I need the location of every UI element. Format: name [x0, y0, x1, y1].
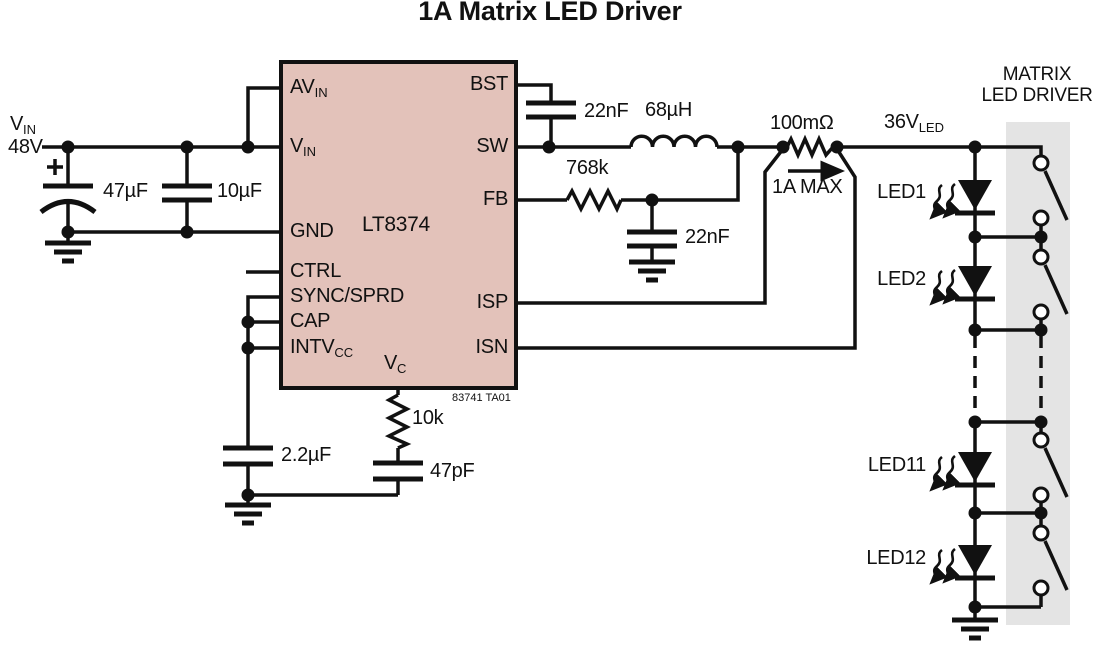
inductor-value: 68µH [645, 99, 693, 121]
ground-symbol [225, 505, 271, 523]
pin-fb: FB [483, 188, 508, 210]
led1-label: LED1 [877, 181, 926, 203]
pin-isn: ISN [475, 336, 509, 358]
led1-emission-arrows [933, 184, 955, 216]
fb-cap-value: 22nF [685, 226, 730, 248]
pin-cap: CAP [290, 310, 331, 332]
inductor-symbol [629, 134, 719, 148]
bulk-cap-value: 47µF [103, 180, 148, 202]
comp-resistor-value: 10k [412, 407, 444, 429]
matrix-driver-band [1006, 122, 1070, 625]
bst-cap-value: 22nF [584, 100, 629, 122]
current-note: 1A MAX [772, 176, 843, 198]
intvcc-cap-value: 2.2µF [281, 444, 332, 466]
ground-symbol [629, 262, 675, 280]
input-cap-value: 10µF [217, 180, 262, 202]
pin-vc: VC [384, 352, 407, 376]
led12-diode-symbol [955, 545, 995, 578]
led11-label: LED11 [867, 454, 926, 476]
pin-ctrl: CTRL [290, 260, 342, 282]
output-voltage-label: 36VLED [884, 111, 944, 135]
pin-avin: AVIN [290, 76, 328, 100]
fb-capacitor-symbol [627, 229, 677, 249]
comp-capacitor-symbol [373, 460, 423, 482]
matrix-driver-label: MATRIX LED DRIVER [981, 64, 1093, 106]
ic-body [279, 60, 518, 390]
pin-intvcc: INTVCC [290, 336, 354, 360]
wires [42, 83, 1043, 620]
ground-symbol [45, 243, 91, 261]
vin-source-label: VIN [10, 113, 37, 137]
pin-gnd: GND [290, 220, 334, 242]
bst-capacitor-symbol [526, 100, 576, 120]
ground-symbol [952, 620, 998, 638]
led2-diode-symbol [955, 266, 995, 299]
led2-label: LED2 [877, 268, 926, 290]
schematic-title: 1A Matrix LED Driver [418, 0, 682, 26]
bulk-capacitor-symbol [39, 159, 97, 215]
pin-isp: ISP [476, 291, 509, 313]
pin-vin: VIN [290, 135, 317, 159]
ic-part-number: LT8374 [362, 213, 430, 236]
led11-diode-symbol [955, 452, 995, 485]
pin-sync-sprd: SYNC/SPRD [290, 285, 404, 307]
sense-resistor-symbol [785, 134, 835, 160]
plus-sign [47, 159, 63, 175]
led2-emission-arrows [933, 270, 955, 302]
comp-cap-value: 47pF [430, 460, 475, 482]
junction-dots [61, 140, 1048, 614]
fb-resistor-value: 768k [566, 157, 609, 179]
led1-diode-symbol [955, 180, 995, 213]
input-capacitor-symbol [162, 183, 212, 203]
pin-bst: BST [470, 73, 508, 95]
led11-emission-arrows [933, 456, 955, 488]
intvcc-capacitor-symbol [223, 445, 273, 467]
fb-resistor-symbol [565, 187, 623, 214]
led12-emission-arrows [933, 549, 955, 581]
pin-sw: SW [476, 135, 508, 157]
sense-resistor-value: 100mΩ [770, 112, 834, 134]
comp-resistor-symbol [384, 393, 412, 450]
schematic-note: 83741 TA01 [452, 392, 511, 404]
vin-voltage-label: 48V [8, 136, 43, 158]
led12-label: LED12 [866, 547, 926, 569]
